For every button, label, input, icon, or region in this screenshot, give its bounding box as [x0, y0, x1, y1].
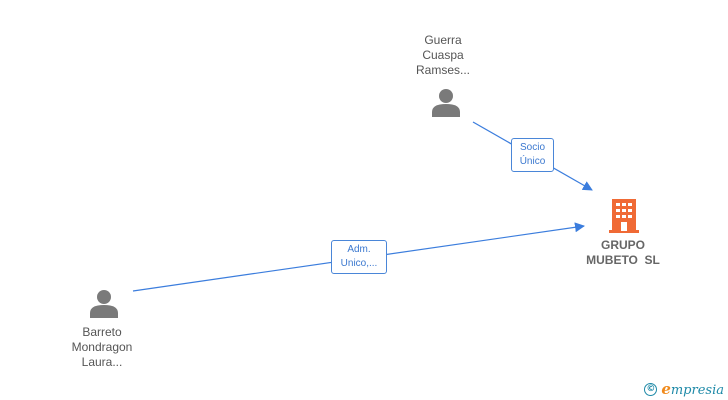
edge-label-line: Socio: [519, 142, 545, 153]
edge-label-line: Único: [519, 156, 546, 167]
node-name-line: Laura...: [81, 355, 123, 369]
edge-label-socio[interactable]: Socio Único: [511, 138, 554, 172]
node-label-barreto[interactable]: Barreto Mondragon Laura...: [55, 325, 149, 370]
brand-logo: © empresia: [644, 380, 724, 398]
copyright-icon: ©: [644, 382, 658, 396]
node-name-line: Mondragon: [71, 340, 133, 354]
node-name-line: Guerra: [424, 33, 462, 47]
edge-label-line: Adm.: [347, 244, 371, 255]
brand-initial: e: [661, 380, 671, 398]
node-name-line: Cuaspa: [422, 48, 464, 62]
edge-label-line: Unico,...: [340, 258, 378, 269]
node-name-line: MUBETO SL: [586, 253, 660, 267]
building-icon[interactable]: [609, 197, 639, 233]
node-name-line: GRUPO: [600, 238, 645, 252]
node-label-grupo[interactable]: GRUPO MUBETO SL: [572, 238, 674, 268]
brand-rest: mpresia: [670, 383, 724, 398]
person-icon[interactable]: [88, 289, 120, 319]
person-icon[interactable]: [430, 88, 462, 118]
node-label-guerra[interactable]: Guerra Cuaspa Ramses...: [398, 33, 488, 78]
node-name-line: Ramses...: [415, 63, 470, 77]
edge-label-adm[interactable]: Adm. Unico,...: [331, 240, 387, 274]
brand-wordmark: empresia: [661, 380, 724, 398]
node-name-line: Barreto: [82, 325, 122, 339]
